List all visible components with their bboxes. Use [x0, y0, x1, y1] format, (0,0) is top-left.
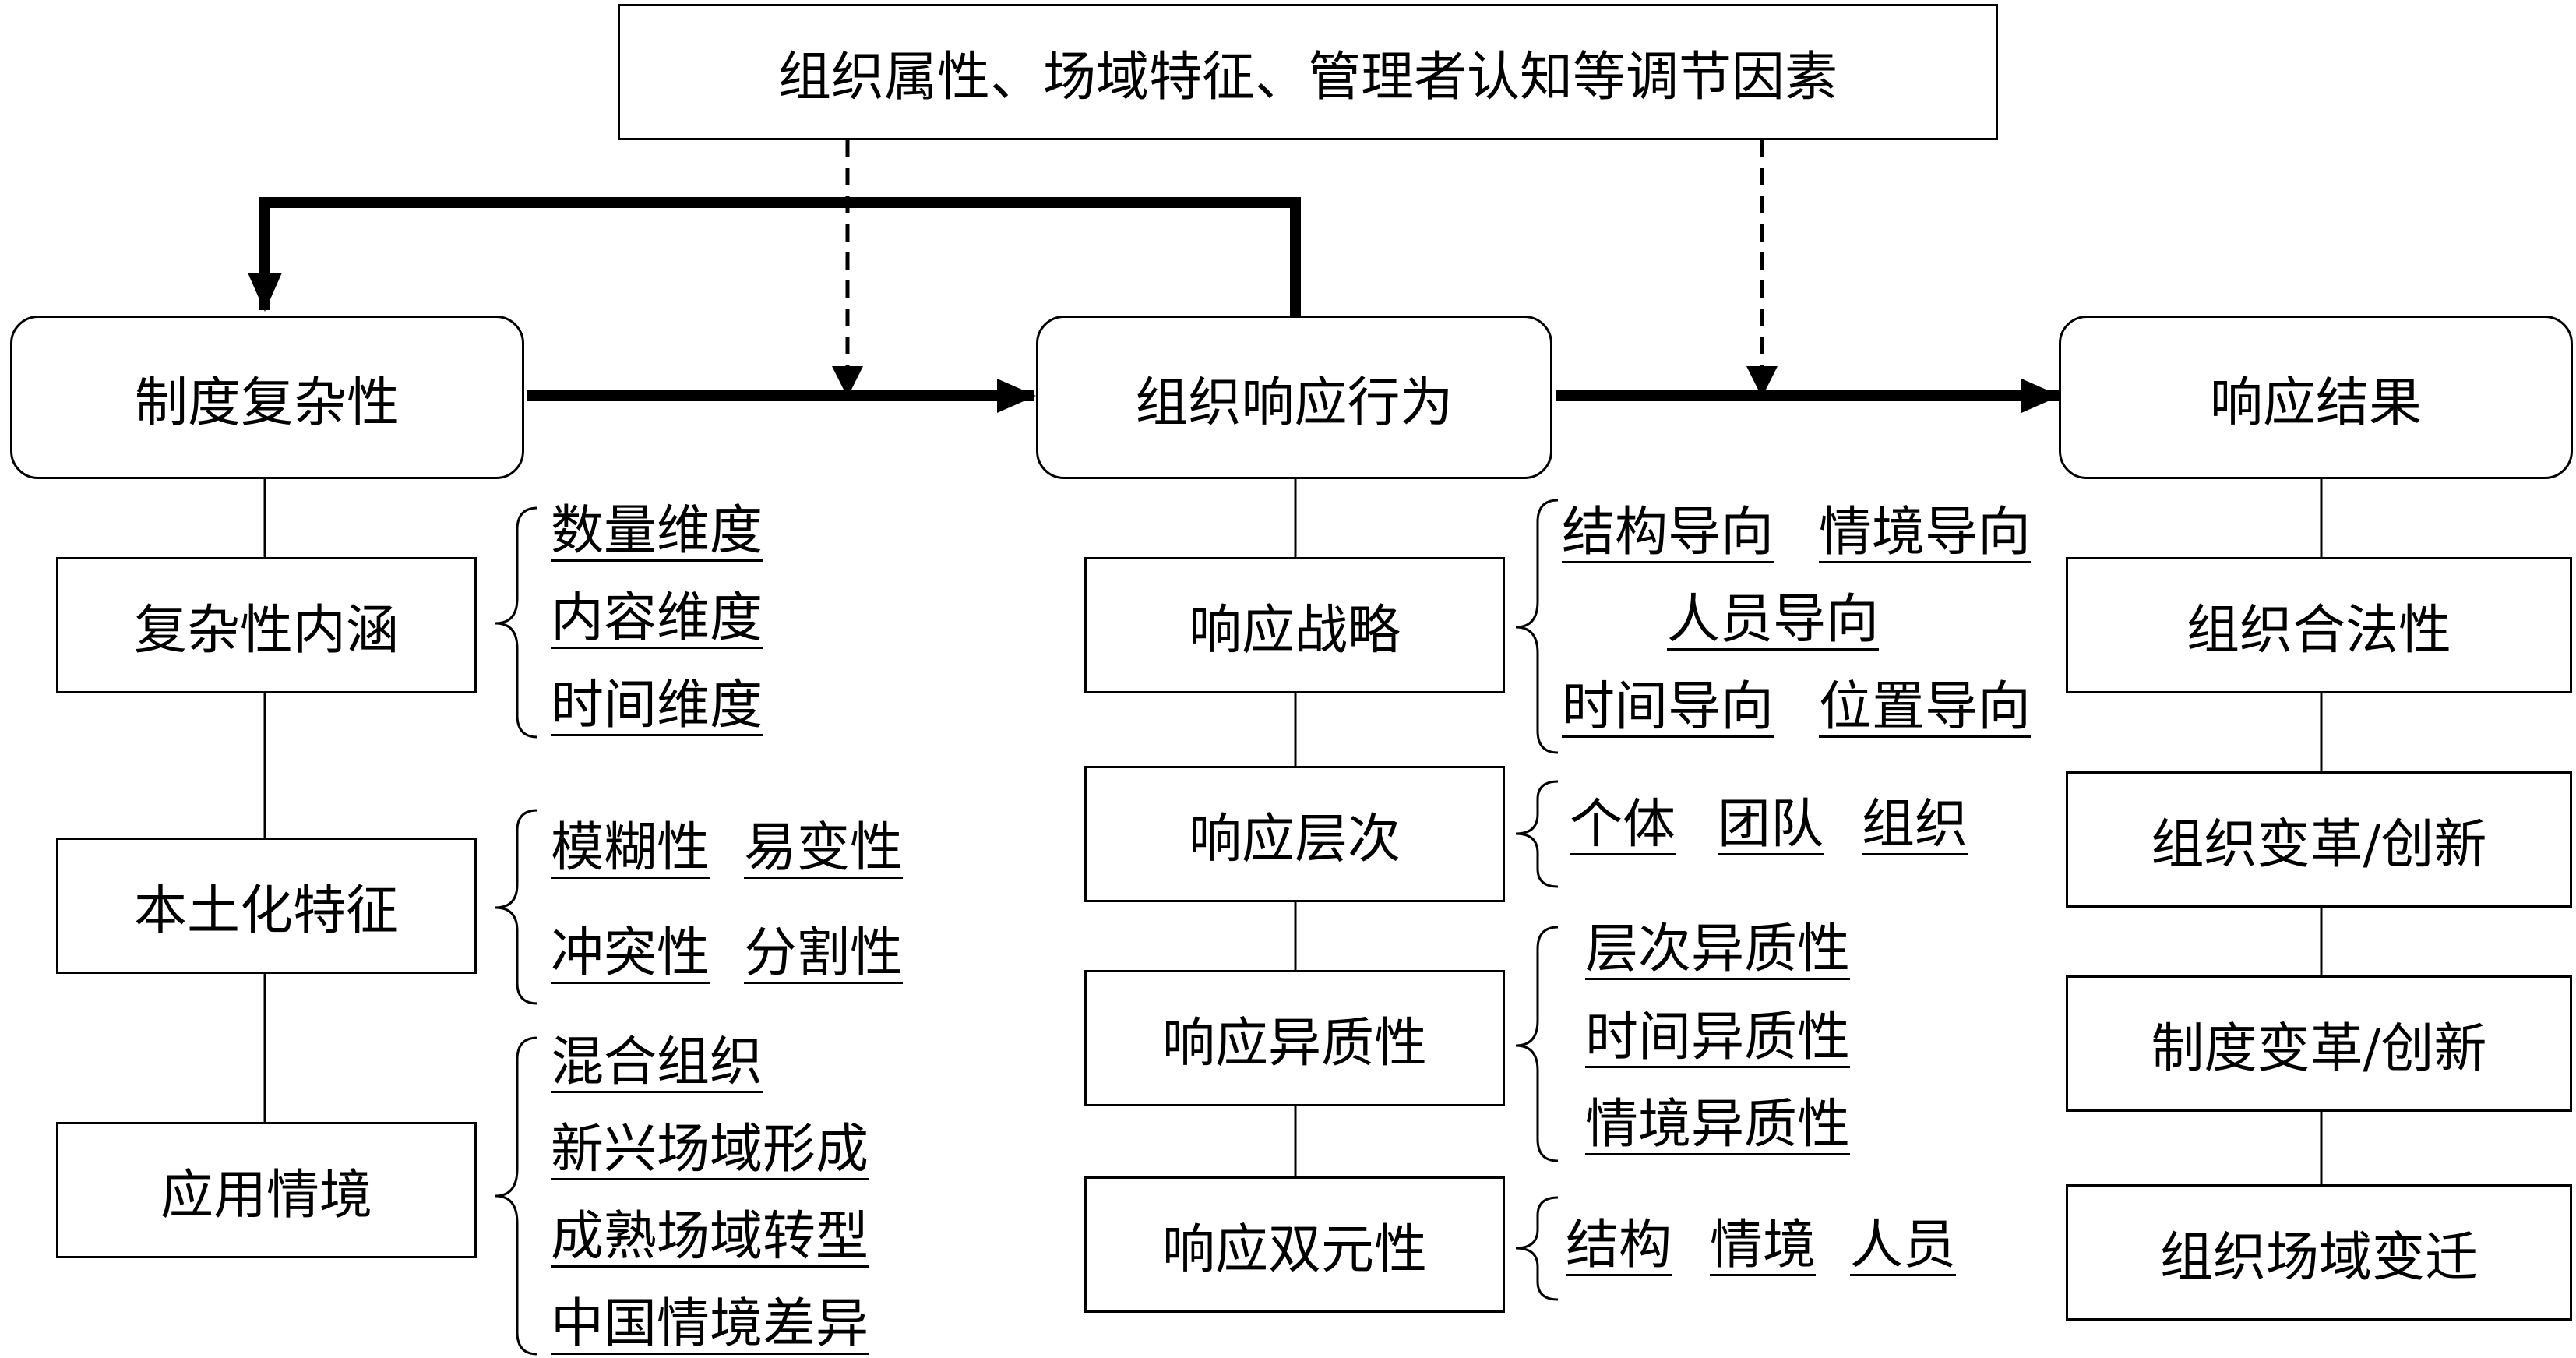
duality-box: 响应双元性 [1084, 1176, 1505, 1313]
brace-features [495, 809, 538, 1005]
option-time-heterogeneity: 时间异质性 [1585, 1007, 1851, 1068]
option-personnel: 人员 [1850, 1215, 1957, 1276]
brace-contexts [495, 1036, 538, 1356]
option-china-context: 中国情境差异 [551, 1293, 869, 1355]
option-level-heterogeneity: 层次异质性 [1585, 919, 1851, 980]
complexity-label: 制度复杂性 [134, 372, 400, 434]
option-position-oriented: 位置导向 [1819, 676, 2032, 738]
connotation-box: 复杂性内涵 [56, 557, 477, 693]
brace-levels [1515, 780, 1559, 888]
heterogeneity-box: 响应异质性 [1084, 970, 1505, 1106]
option-context-oriented: 情境导向 [1819, 502, 2032, 563]
field-change-box: 组织场域变迁 [2066, 1184, 2572, 1321]
option-hybrid-organization: 混合组织 [551, 1032, 763, 1093]
moderators-label: 组织属性、场域特征、管理者认知等调节因素 [777, 47, 1838, 108]
option-emerging-field: 新兴场域形成 [551, 1119, 869, 1180]
institution-change-box: 制度变革/创新 [2066, 975, 2572, 1112]
feedback-arrow [248, 197, 1301, 316]
option-volatility: 易变性 [744, 817, 904, 879]
option-organization: 组织 [1862, 794, 1968, 855]
contexts-box: 应用情境 [56, 1122, 477, 1258]
option-structure: 结构 [1566, 1215, 1672, 1276]
option-individual: 个体 [1570, 794, 1676, 855]
option-ambiguity: 模糊性 [551, 817, 710, 879]
option-context: 情境 [1710, 1215, 1817, 1276]
result-box: 响应结果 [2059, 316, 2573, 479]
moderators-box: 组织属性、场域特征、管理者认知等调节因素 [618, 4, 1998, 140]
brace-connotation [495, 506, 538, 739]
option-mature-field: 成熟场域转型 [551, 1206, 869, 1268]
option-personnel-oriented: 人员导向 [1667, 589, 1880, 651]
option-team: 团队 [1718, 794, 1824, 855]
option-time-oriented: 时间导向 [1562, 676, 1774, 738]
option-context-heterogeneity: 情境异质性 [1585, 1094, 1851, 1155]
option-time-dimension: 时间维度 [551, 675, 763, 736]
option-fragmentation: 分割性 [744, 922, 904, 984]
option-content-dimension: 内容维度 [551, 587, 763, 649]
strategy-box: 响应战略 [1084, 557, 1505, 693]
legitimacy-box: 组织合法性 [2066, 557, 2572, 693]
option-conflict: 冲突性 [551, 922, 710, 984]
option-quantity-dimension: 数量维度 [551, 500, 763, 562]
brace-heterogeneity [1515, 926, 1559, 1162]
complexity-box: 制度复杂性 [10, 316, 524, 479]
org-change-box: 组织变革/创新 [2066, 771, 2572, 908]
features-box: 本土化特征 [56, 838, 477, 974]
behavior-label: 组织响应行为 [1135, 372, 1454, 434]
brace-duality [1515, 1196, 1559, 1301]
result-label: 响应结果 [2209, 372, 2422, 434]
levels-box: 响应层次 [1084, 766, 1505, 902]
behavior-box: 组织响应行为 [1036, 316, 1552, 479]
option-structure-oriented: 结构导向 [1562, 502, 1774, 563]
brace-strategy [1515, 499, 1559, 754]
